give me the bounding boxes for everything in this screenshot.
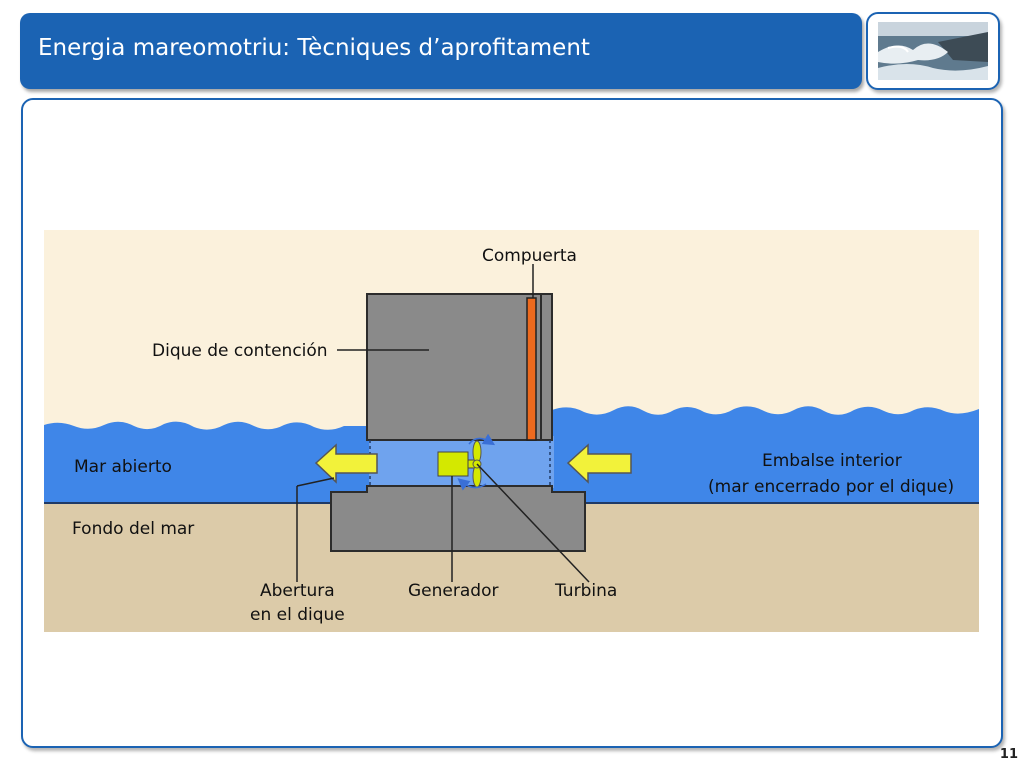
label-turbine: Turbina: [554, 581, 617, 601]
label-gate: Compuerta: [482, 246, 577, 266]
water-area: [44, 421, 374, 506]
gate: [526, 297, 537, 441]
label-inner-reservoir-1: Embalse interior: [762, 451, 902, 471]
thumbnail-frame: [866, 12, 1000, 90]
tidal-dam-diagram: Compuerta Dique de contención Mar abiert…: [44, 230, 979, 632]
sea-waves-photo-icon: [878, 22, 988, 80]
dam-upper: [366, 293, 553, 441]
label-opening-1: Abertura: [260, 581, 335, 601]
label-dam: Dique de contención: [152, 341, 328, 361]
page-title: Energia mareomotriu: Tècniques d’aprofit…: [38, 35, 590, 61]
water-area-right: [552, 406, 979, 506]
generator: [437, 451, 469, 477]
title-bar: Energia mareomotriu: Tècniques d’aprofit…: [20, 13, 862, 89]
label-opening-2: en el dique: [250, 605, 345, 625]
label-open-sea: Mar abierto: [74, 457, 172, 477]
label-inner-reservoir-2: (mar encerrado por el dique): [708, 477, 954, 497]
flow-arrow-left: [314, 443, 378, 484]
page-number: 11: [999, 747, 1018, 762]
flow-arrow-right: [566, 443, 632, 484]
dam-base: [330, 485, 586, 552]
label-generator: Generador: [408, 581, 498, 601]
label-seabed: Fondo del mar: [72, 519, 194, 539]
